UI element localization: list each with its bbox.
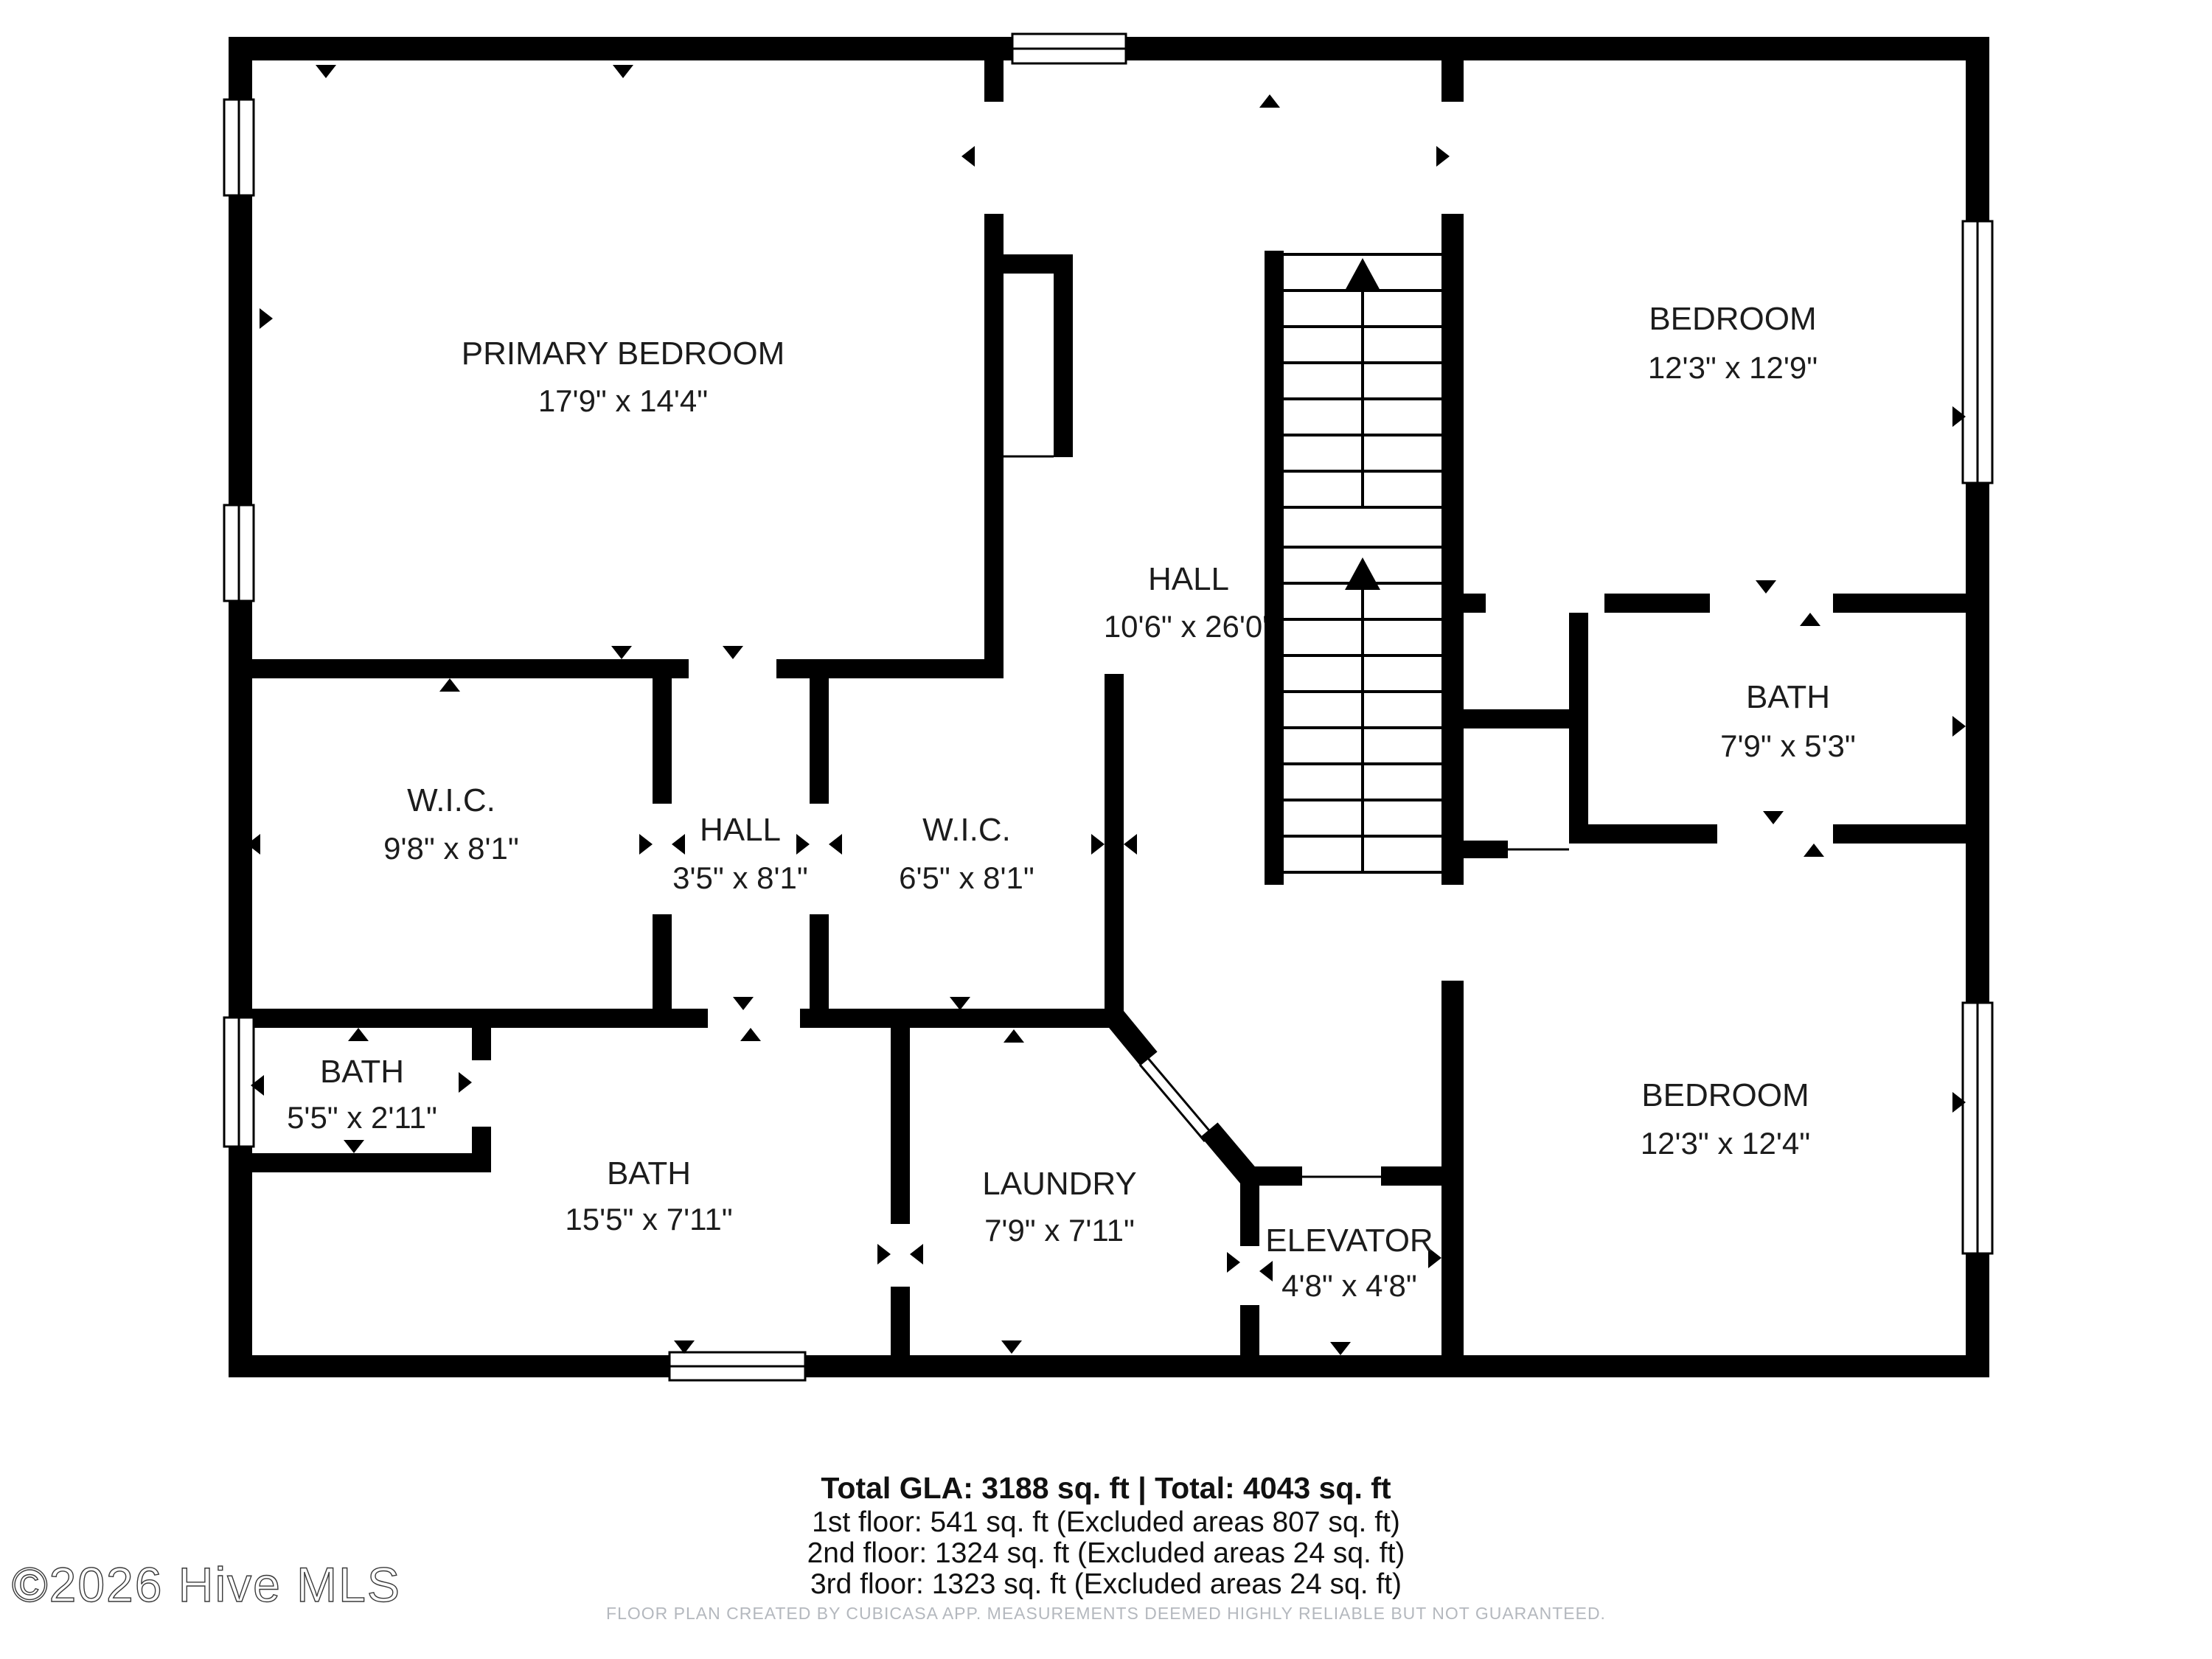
bath-ensuite-dims: 7'9" x 5'3" [1720, 728, 1856, 763]
elevator-name: ELEVATOR [1265, 1222, 1433, 1259]
total-gla: Total GLA: 3188 sq. ft | Total: 4043 sq.… [821, 1471, 1391, 1505]
window-left-1 [223, 98, 255, 197]
hall-small-dims: 3'5" x 8'1" [672, 860, 808, 895]
room-label-wic-left: W.I.C. 9'8" x 8'1" [383, 782, 519, 866]
wic-right-dims: 6'5" x 8'1" [899, 860, 1034, 895]
window-top [1011, 32, 1127, 65]
floor-2-area: 2nd floor: 1324 sq. ft (Excluded areas 2… [807, 1537, 1405, 1569]
bath-ensuite-name: BATH [1746, 679, 1830, 715]
laundry-dims: 7'9" x 7'11" [984, 1213, 1135, 1248]
wic-left-dims: 9'8" x 8'1" [383, 831, 519, 866]
staircase [1284, 253, 1441, 874]
floor-1-area: 1st floor: 541 sq. ft (Excluded areas 80… [812, 1506, 1400, 1538]
room-label-bath-main: BATH 15'5" x 7'11" [565, 1155, 732, 1237]
bath-small-dims: 5'5" x 2'11" [287, 1100, 437, 1135]
room-label-wic-right: W.I.C. 6'5" x 8'1" [899, 812, 1034, 895]
hall-name: HALL [1148, 561, 1229, 597]
room-label-primary-bedroom: PRIMARY BEDROOM 17'9" x 14'4" [462, 335, 785, 418]
room-label-hall-small: HALL 3'5" x 8'1" [672, 812, 808, 895]
floor-3-area: 3rd floor: 1323 sq. ft (Excluded areas 2… [810, 1568, 1402, 1600]
room-label-bedroom-bottom: BEDROOM 12'3" x 12'4" [1641, 1077, 1810, 1161]
elevator-dims: 4'8" x 4'8" [1281, 1268, 1417, 1303]
bedroom-top-dims: 12'3" x 12'9" [1648, 350, 1818, 385]
room-label-laundry: LAUNDRY 7'9" x 7'11" [982, 1166, 1136, 1248]
primary-bedroom-dims: 17'9" x 14'4" [538, 383, 708, 418]
area-summary: Total GLA: 3188 sq. ft | Total: 4043 sq.… [606, 1471, 1606, 1623]
bath-main-name: BATH [607, 1155, 691, 1192]
room-label-bedroom-top: BEDROOM 12'3" x 12'9" [1648, 301, 1818, 385]
room-labels: PRIMARY BEDROOM 17'9" x 14'4" BEDROOM 12… [287, 301, 1856, 1303]
bedroom-bottom-name: BEDROOM [1641, 1077, 1809, 1113]
stair-direction-arrows [1345, 258, 1380, 872]
bath-main-dims: 15'5" x 7'11" [565, 1202, 732, 1237]
window-left-3 [223, 1016, 255, 1148]
mls-watermark: ©2026 Hive MLS [12, 1557, 401, 1612]
primary-bedroom-name: PRIMARY BEDROOM [462, 335, 785, 372]
wic-left-name: W.I.C. [407, 782, 495, 818]
window-left-2 [223, 504, 255, 602]
window-right-2 [1961, 1001, 1994, 1255]
hall-small-name: HALL [700, 812, 781, 848]
interior-walls [252, 60, 1966, 1355]
window-bottom [668, 1351, 807, 1382]
room-label-bath-small: BATH 5'5" x 2'11" [287, 1054, 437, 1135]
door-direction-arrows [247, 65, 1966, 1355]
windows [223, 32, 1994, 1382]
room-label-bath-ensuite: BATH 7'9" x 5'3" [1720, 679, 1856, 763]
bath-small-name: BATH [320, 1054, 404, 1090]
room-label-hall: HALL 10'6" x 26'0" [1104, 561, 1273, 644]
hall-dims: 10'6" x 26'0" [1104, 609, 1273, 644]
laundry-name: LAUNDRY [982, 1166, 1136, 1202]
bedroom-bottom-dims: 12'3" x 12'4" [1641, 1126, 1810, 1161]
wic-right-name: W.I.C. [922, 812, 1011, 848]
window-right-1 [1961, 220, 1994, 484]
bedroom-top-name: BEDROOM [1649, 301, 1816, 337]
room-label-elevator: ELEVATOR 4'8" x 4'8" [1265, 1222, 1433, 1303]
cubicasa-disclaimer: FLOOR PLAN CREATED BY CUBICASA APP. MEAS… [606, 1604, 1606, 1623]
